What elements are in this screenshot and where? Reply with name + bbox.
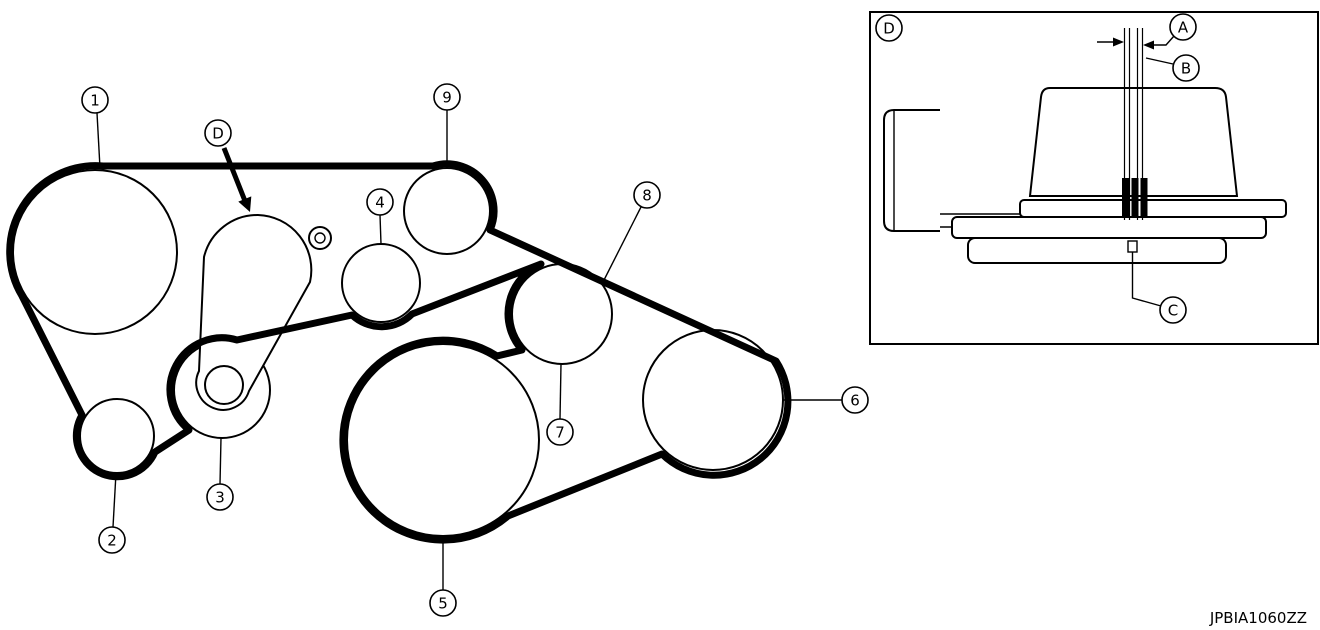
callout-label: 5 bbox=[438, 595, 448, 613]
pulleys bbox=[12, 167, 784, 537]
callout-bubble bbox=[875, 14, 903, 42]
indicator-mark bbox=[1122, 178, 1129, 218]
callout-bubble bbox=[81, 86, 109, 114]
pulley-5 bbox=[346, 343, 540, 537]
callout-label: 8 bbox=[642, 187, 652, 205]
callout-bubble bbox=[206, 483, 234, 511]
tensioner-body bbox=[195, 213, 313, 411]
dimension-arrow-right-head bbox=[1143, 40, 1154, 50]
arm-outline bbox=[883, 109, 940, 232]
dimension-arrow-right-shaft bbox=[1153, 35, 1175, 46]
indicator-mark bbox=[1131, 178, 1139, 218]
callout-label: 7 bbox=[555, 424, 565, 442]
callout-bubble bbox=[366, 188, 394, 216]
inset-dimension-arrows bbox=[1097, 35, 1175, 50]
callout-bubble bbox=[204, 119, 232, 147]
callout-bubble bbox=[546, 418, 574, 446]
callout-bubble bbox=[1172, 54, 1200, 82]
dimension-arrow-left-head bbox=[1113, 37, 1124, 47]
leader-line bbox=[1145, 57, 1174, 65]
plate-middle bbox=[951, 216, 1267, 239]
callout-1: 1 bbox=[81, 86, 109, 169]
callout-label: D bbox=[212, 125, 224, 143]
main-diagram: 1 2 3 4 5 6 7 bbox=[6, 83, 869, 617]
callout-8: 8 bbox=[602, 181, 661, 283]
leader-line bbox=[96, 112, 101, 169]
callout-4: 4 bbox=[366, 188, 394, 245]
callout-a: A bbox=[1169, 13, 1197, 41]
callout-6: 6 bbox=[783, 386, 869, 414]
pulley-4 bbox=[341, 243, 421, 323]
callout-label: 6 bbox=[850, 392, 860, 410]
plate-bottom bbox=[967, 237, 1227, 264]
indicator-mark bbox=[1140, 178, 1148, 218]
callout-7: 7 bbox=[546, 363, 574, 446]
callout-5: 5 bbox=[429, 536, 457, 617]
callout-bubble bbox=[841, 386, 869, 414]
callout-bubble bbox=[1159, 296, 1187, 324]
callout-bubble bbox=[98, 526, 126, 554]
callout-label: A bbox=[1178, 19, 1189, 37]
tensioner-tab-hole bbox=[314, 232, 326, 244]
pulley-2 bbox=[79, 398, 155, 474]
figure-code: JPBIA1060ZZ bbox=[1209, 609, 1307, 627]
callout-label: 3 bbox=[215, 489, 225, 507]
callout-label: D bbox=[883, 20, 895, 38]
inset-detail: D A B C bbox=[869, 11, 1319, 345]
callout-label: 1 bbox=[90, 92, 100, 110]
callout-label: 4 bbox=[375, 194, 385, 212]
plate-top bbox=[1019, 199, 1287, 218]
callout-bubble bbox=[1169, 13, 1197, 41]
leader-line bbox=[112, 472, 117, 528]
callout-bubble bbox=[429, 589, 457, 617]
pointer-arrow-shaft bbox=[221, 147, 248, 202]
callout-d-inset: D bbox=[875, 14, 903, 42]
pointer-arrow-head bbox=[238, 196, 252, 212]
callout-d-tensioner: D bbox=[204, 119, 252, 212]
callout-bubble bbox=[633, 181, 661, 209]
leader-line bbox=[1131, 252, 1162, 307]
callout-b: B bbox=[1145, 54, 1200, 82]
callout-label: B bbox=[1181, 60, 1191, 78]
leader-line bbox=[559, 363, 562, 420]
callout-2: 2 bbox=[98, 472, 126, 554]
callout-label: 9 bbox=[442, 89, 452, 107]
inset-base-plates bbox=[951, 199, 1287, 264]
pulley-9 bbox=[403, 167, 491, 255]
leader-line bbox=[379, 214, 382, 245]
inset-indicator-rod bbox=[1122, 28, 1148, 253]
tensioner-hub bbox=[204, 365, 244, 405]
pulley-1 bbox=[12, 169, 178, 335]
callout-label: C bbox=[1168, 302, 1178, 320]
callout-9: 9 bbox=[433, 83, 461, 168]
callout-c: C bbox=[1131, 252, 1187, 324]
callout-3: 3 bbox=[206, 437, 234, 511]
leader-line bbox=[219, 437, 222, 485]
drive-belt bbox=[6, 160, 792, 544]
leader-line bbox=[602, 206, 642, 283]
inset-pulley-body bbox=[1028, 87, 1239, 197]
tensioner-assembly bbox=[195, 213, 332, 411]
callout-label: 2 bbox=[107, 532, 117, 550]
callout-bubble bbox=[433, 83, 461, 111]
stationary-notch bbox=[1127, 240, 1138, 253]
